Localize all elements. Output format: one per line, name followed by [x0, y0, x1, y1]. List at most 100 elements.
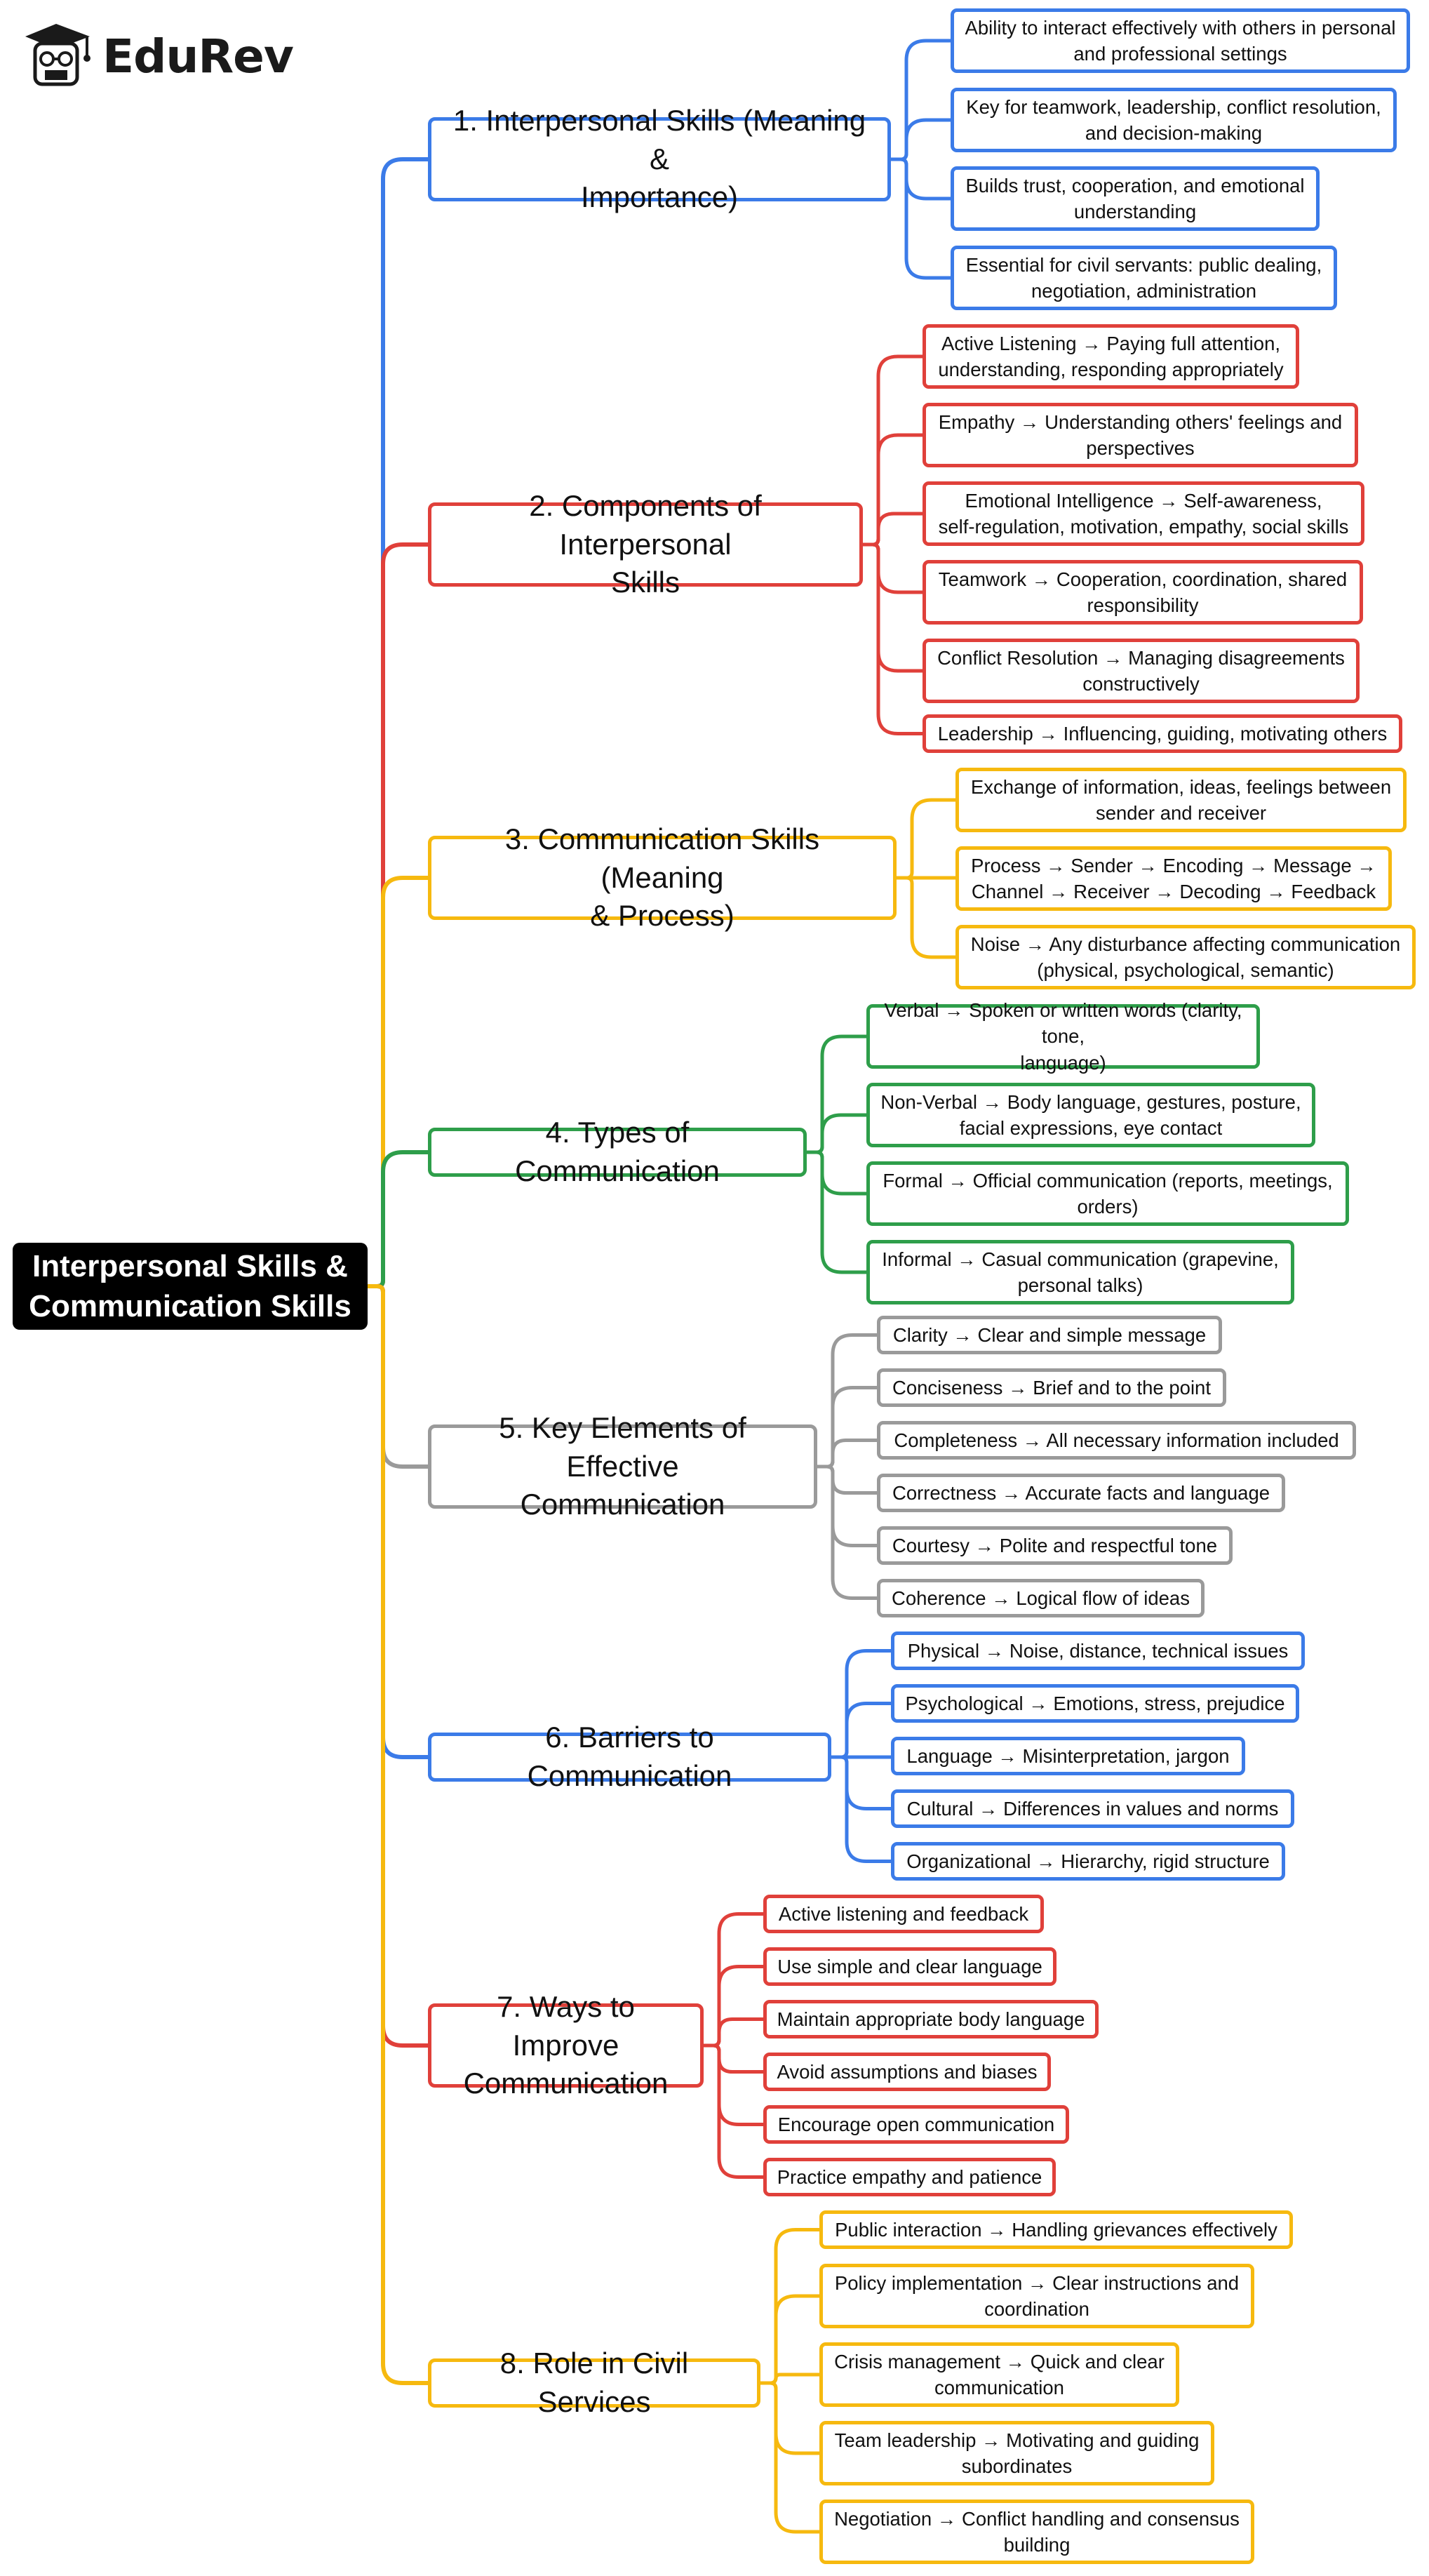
root-connector: [365, 1284, 430, 2385]
leaf-elements-4: Correctness → Accurate facts and languag…: [877, 1474, 1285, 1512]
leaf-components-3: Emotional Intelligence → Self-awareness,…: [923, 481, 1364, 546]
leaf-types-1: Verbal → Spoken or written words (clarit…: [866, 999, 1260, 1074]
leaf-communication-2: Process → Sender → Encoding → Message → …: [955, 846, 1392, 911]
branch-types-communication: 4. Types of Communication: [428, 1116, 807, 1187]
leaf-elements-1: Clarity → Clear and simple message: [877, 1316, 1222, 1354]
leaf-improve-4: Avoid assumptions and biases: [763, 2053, 1051, 2091]
leaf-interpersonal-1: Ability to interact effectively with oth…: [951, 8, 1410, 73]
leaf-civil-4: Team leadership → Motivating and guiding…: [819, 2421, 1214, 2485]
leaf-barriers-2: Psychological → Emotions, stress, prejud…: [891, 1684, 1299, 1723]
leaf-improve-5: Encourage open communication: [763, 2105, 1069, 2144]
root-label: Interpersonal Skills & Communication Ski…: [29, 1248, 351, 1323]
leaf-improve-1: Active listening and feedback: [763, 1895, 1044, 1933]
branch-label: 5. Key Elements of Effective Communicati…: [499, 1411, 746, 1521]
leaf-barriers-4: Cultural → Differences in values and nor…: [891, 1789, 1294, 1828]
leaf-connector: [815, 1439, 879, 1469]
leaf-connector: [815, 1464, 879, 1600]
leaf-components-6: Leadership → Influencing, guiding, motiv…: [923, 714, 1402, 753]
root-node: Interpersonal Skills & Communication Ski…: [13, 1243, 368, 1330]
leaf-civil-1: Public interaction → Handling grievances…: [819, 2210, 1293, 2249]
branch-components-interpersonal: 2. Components of Interpersonal Skills: [428, 489, 863, 599]
branch-label: 7. Ways to Improve Communication: [463, 1990, 669, 2100]
leaf-connector: [889, 157, 953, 280]
branch-barriers: 6. Barriers to Communication: [428, 1721, 831, 1792]
leaf-connector: [702, 2017, 765, 2048]
leaf-improve-6: Practice empathy and patience: [763, 2158, 1056, 2196]
leaf-connector: [815, 1333, 879, 1469]
leaf-connector: [889, 118, 953, 161]
leaf-connector: [815, 1464, 879, 1495]
leaf-components-2: Empathy → Understanding others' feelings…: [923, 403, 1358, 467]
leaf-types-3: Formal → Official communication (reports…: [866, 1161, 1349, 1226]
root-connector: [365, 876, 430, 1288]
leaf-civil-3: Crisis management → Quick and clear comm…: [819, 2342, 1179, 2407]
leaf-connector: [861, 433, 925, 547]
branch-label: 1. Interpersonal Skills (Meaning & Impor…: [452, 104, 866, 214]
leaf-connector: [829, 1755, 893, 1810]
leaf-connector: [702, 1965, 765, 2048]
leaf-components-1: Active Listening → Paying full attention…: [923, 324, 1299, 389]
leaf-barriers-1: Physical → Noise, distance, technical is…: [891, 1631, 1305, 1670]
leaf-connector: [861, 354, 925, 547]
leaf-connector: [805, 1034, 868, 1154]
leaf-barriers-5: Organizational → Hierarchy, rigid struct…: [891, 1842, 1285, 1881]
leaf-connector: [861, 542, 925, 673]
leaf-interpersonal-3: Builds trust, cooperation, and emotional…: [951, 166, 1320, 231]
leaf-connector: [702, 2043, 765, 2074]
leaf-types-4: Informal → Casual communication (grapevi…: [866, 1240, 1294, 1304]
leaf-elements-5: Courtesy → Polite and respectful tone: [877, 1526, 1233, 1565]
leaf-civil-5: Negotiation → Conflict handling and cons…: [819, 2500, 1254, 2564]
leaf-communication-1: Exchange of information, ideas, feelings…: [955, 768, 1407, 832]
leaf-connector: [758, 2381, 821, 2455]
leaf-elements-2: Conciseness → Brief and to the point: [877, 1368, 1226, 1407]
branch-label: 2. Components of Interpersonal Skills: [529, 489, 762, 599]
leaf-interpersonal-2: Key for teamwork, leadership, conflict r…: [951, 88, 1397, 152]
leaf-connector: [702, 2043, 765, 2179]
leaf-connector: [815, 1464, 879, 1547]
leaf-improve-3: Maintain appropriate body language: [763, 2000, 1099, 2038]
leaf-connector: [805, 1113, 868, 1154]
root-connector: [365, 1150, 430, 1288]
root-connector: [365, 1284, 430, 2048]
graduation-cap-student-icon: [25, 24, 90, 86]
leaf-connector: [861, 542, 925, 594]
leaf-connector: [894, 876, 958, 959]
leaf-components-5: Conflict Resolution → Managing disagreem…: [923, 639, 1360, 703]
leaf-connector: [805, 1150, 868, 1196]
leaf-interpersonal-4: Essential for civil servants: public dea…: [951, 246, 1337, 310]
branch-interpersonal-skills: 1. Interpersonal Skills (Meaning & Impor…: [428, 104, 891, 213]
leaf-civil-2: Policy implementation → Clear instructio…: [819, 2264, 1254, 2328]
leaf-connector: [894, 798, 958, 880]
leaf-connector: [861, 512, 925, 547]
leaf-barriers-3: Language → Misinterpretation, jargon: [891, 1737, 1245, 1775]
leaf-communication-3: Noise → Any disturbance affecting commun…: [955, 925, 1416, 989]
branch-label: 3. Communication Skills (Meaning & Proce…: [504, 822, 820, 933]
leaf-connector: [889, 157, 953, 201]
leaf-elements-6: Coherence → Logical flow of ideas: [877, 1579, 1205, 1617]
leaf-connector: [758, 2294, 821, 2385]
leaf-connector: [815, 1386, 879, 1469]
edurev-logo: EduRev: [20, 20, 294, 97]
branch-communication-skills: 3. Communication Skills (Meaning & Proce…: [428, 822, 897, 932]
brand-name: EduRev: [102, 29, 294, 84]
root-connector: [365, 1284, 430, 1469]
leaf-connector: [889, 39, 953, 161]
branch-role-civil-services: 8. Role in Civil Services: [428, 2347, 760, 2418]
leaf-connector: [758, 2228, 821, 2385]
leaf-connector: [829, 1702, 893, 1759]
branch-label: 6. Barriers to Communication: [527, 1721, 732, 1792]
branch-key-elements: 5. Key Elements of Effective Communicati…: [428, 1411, 817, 1521]
root-connector: [365, 1284, 430, 1759]
leaf-connector: [829, 1755, 893, 1863]
leaf-connector: [702, 2043, 765, 2126]
leaf-components-4: Teamwork → Cooperation, coordination, sh…: [923, 560, 1363, 625]
leaf-connector: [861, 542, 925, 735]
branch-label: 4. Types of Communication: [515, 1116, 720, 1187]
leaf-elements-3: Completeness → All necessary information…: [877, 1421, 1356, 1460]
leaf-connector: [805, 1150, 868, 1274]
leaf-connector: [758, 2381, 821, 2534]
leaf-improve-2: Use simple and clear language: [763, 1947, 1056, 1986]
branch-ways-improve: 7. Ways to Improve Communication: [428, 1990, 704, 2100]
root-connector: [365, 542, 430, 1288]
root-connector: [365, 157, 430, 1288]
